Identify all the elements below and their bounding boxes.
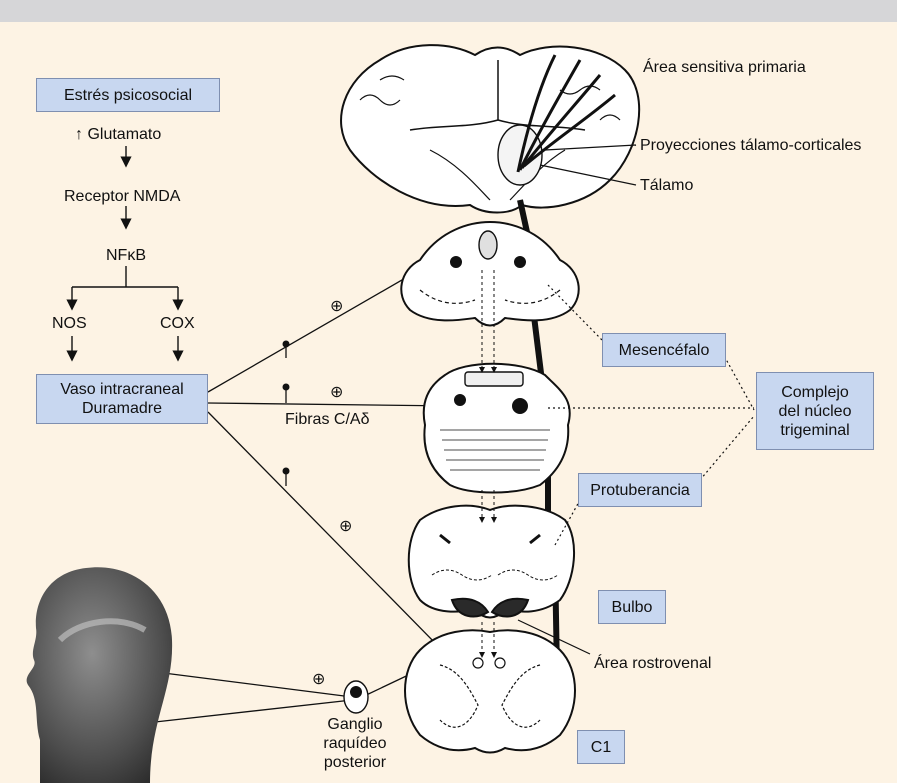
complex-label-line1: Complejo	[781, 383, 849, 402]
plus-circle-icon: ⊕	[330, 297, 343, 316]
midbrain-box: Mesencéfalo	[602, 333, 726, 367]
c1-box: C1	[577, 730, 625, 764]
medulla-box: Bulbo	[598, 590, 666, 624]
head-silhouette-icon	[27, 567, 172, 783]
nmda-label: Receptor NMDA	[64, 187, 180, 206]
plus-circle-icon: ⊕	[330, 383, 343, 402]
pons-label: Protuberancia	[590, 481, 690, 500]
medulla-label: Bulbo	[612, 598, 653, 617]
midbrain-label: Mesencéfalo	[619, 341, 710, 360]
complex-label-line2: del núcleo	[779, 402, 852, 421]
ganglion-label-line3: posterior	[300, 753, 410, 772]
projections-label: Proyecciones tálamo-corticales	[640, 136, 861, 155]
rostroventral-label: Área rostrovenal	[594, 654, 711, 673]
ganglion-label-line1: Ganglio	[300, 715, 410, 734]
vessel-label-line2: Duramadre	[82, 399, 162, 418]
brain-coronal-section-icon	[341, 45, 639, 212]
plus-circle-icon: ⊕	[312, 670, 325, 689]
glutamate-label: ↑ Glutamato	[75, 125, 161, 144]
complex-label-line3: trigeminal	[780, 421, 849, 440]
medulla-section-icon	[409, 506, 574, 618]
vessel-box: Vaso intracraneal Duramadre	[36, 374, 208, 424]
trigeminal-complex-box: Complejo del núcleo trigeminal	[756, 372, 874, 450]
stress-box: Estrés psicosocial	[36, 78, 220, 112]
pons-box: Protuberancia	[578, 473, 702, 507]
cox-label: COX	[160, 314, 195, 333]
fibers-label: Fibras C/Aδ	[285, 410, 369, 429]
ganglion-label: Ganglio raquídeo posterior	[300, 715, 410, 772]
sensory-area-label: Área sensitiva primaria	[643, 58, 806, 77]
nfkb-label: NFκB	[106, 246, 146, 265]
spinal-cord-c1-section-icon	[405, 630, 575, 752]
ganglion-label-line2: raquídeo	[300, 734, 410, 753]
vessel-label-line1: Vaso intracraneal	[60, 380, 183, 399]
stress-label: Estrés psicosocial	[64, 86, 192, 105]
thalamus-label: Tálamo	[640, 176, 693, 195]
ganglion-icon	[344, 681, 368, 713]
pons-section-icon	[424, 364, 570, 493]
nos-label: NOS	[52, 314, 87, 333]
fiber-terminals	[283, 341, 290, 475]
midbrain-section-icon	[401, 222, 578, 326]
plus-circle-icon: ⊕	[339, 517, 352, 536]
c1-label: C1	[591, 738, 611, 757]
